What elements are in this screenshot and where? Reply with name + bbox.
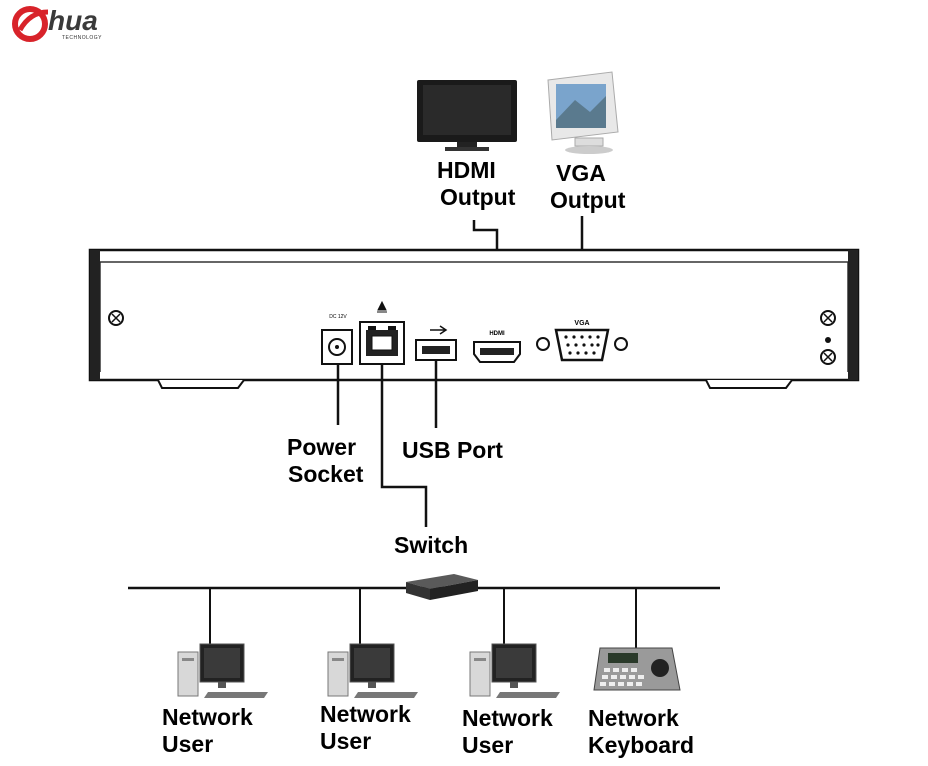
- nvr-rear-panel: [90, 250, 858, 388]
- vga-mark: VGA: [574, 320, 589, 327]
- computer-icon-1: [178, 644, 268, 698]
- device-3-label-line2: User: [462, 732, 513, 759]
- device-4-label-line2: Keyboard: [588, 732, 694, 759]
- vga-output-label-line1: VGA: [556, 160, 606, 187]
- hdmi-output-label-line2: Output: [440, 184, 515, 211]
- device-3-label-line1: Network: [462, 705, 553, 732]
- hdmi-tv-icon: [417, 80, 517, 151]
- dc-mark: DC 12V: [329, 314, 347, 320]
- switch-label: Switch: [394, 532, 468, 559]
- hdmi-mark: HDMI: [489, 331, 505, 337]
- network-keyboard-icon: [594, 648, 680, 690]
- power-socket-label-line1: Power: [287, 434, 356, 461]
- power-socket-label-line2: Socket: [288, 461, 363, 488]
- device-1-label-line2: User: [162, 731, 213, 758]
- hdmi-output-label-line1: HDMI: [437, 157, 496, 184]
- vga-output-label-line2: Output: [550, 187, 625, 214]
- computer-icon-3: [470, 644, 560, 698]
- device-4-label-line1: Network: [588, 705, 679, 732]
- device-2-label-line2: User: [320, 728, 371, 755]
- computer-icon-2: [328, 644, 418, 698]
- vga-monitor-icon: [548, 72, 618, 154]
- device-1-label-line1: Network: [162, 704, 253, 731]
- device-2-label-line1: Network: [320, 701, 411, 728]
- network-switch-icon: [406, 574, 478, 600]
- usb-port-label: USB Port: [402, 437, 503, 464]
